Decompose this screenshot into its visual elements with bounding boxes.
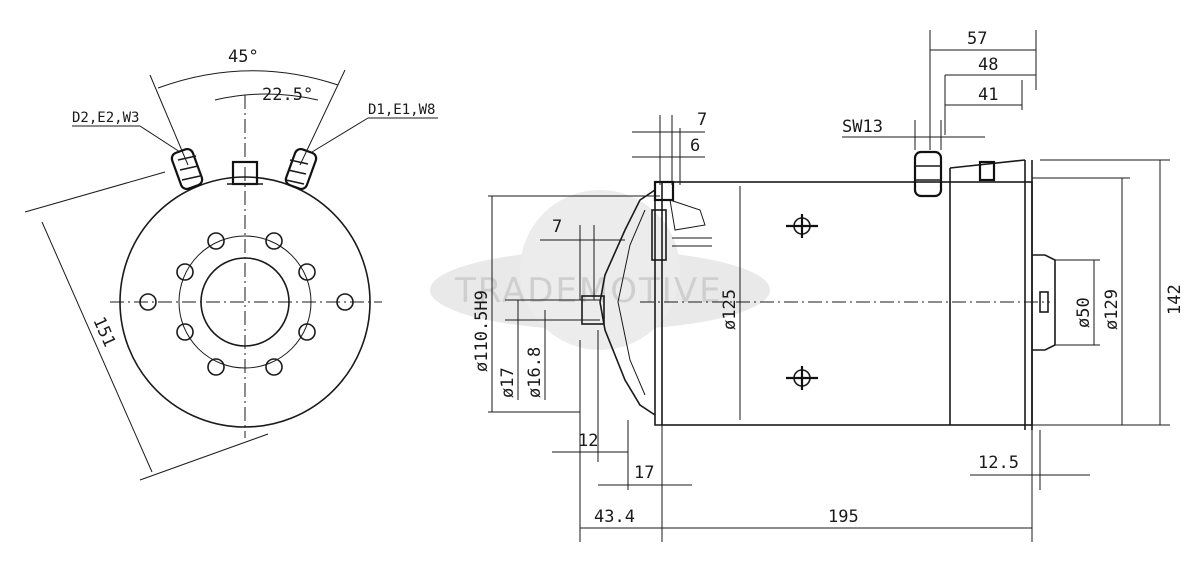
dia-125-label: ø125 <box>720 289 740 330</box>
shaft <box>581 295 605 325</box>
terminal-left-label: D2,E2,W3 <box>72 110 139 126</box>
front-view: 45° 22.5° D2,E2,W3 D1,E1,W8 151 <box>24 47 438 481</box>
angle-45-label: 45° <box>228 47 259 67</box>
terminal-right <box>284 147 318 191</box>
terminal-sw13 <box>913 150 996 198</box>
dia-16-8-label: ø16.8 <box>525 347 545 398</box>
sw13-label: SW13 <box>842 117 883 137</box>
dim-12-5-label: 12.5 <box>978 453 1019 473</box>
stud-bottom <box>786 366 818 390</box>
dim-142-label: 142 <box>1165 284 1185 315</box>
watermark: TRADEMOTIVE <box>430 190 770 350</box>
dim-6-label: 6 <box>690 136 700 156</box>
dia-50-label: ø50 <box>1074 297 1094 328</box>
dim-57-label: 57 <box>967 29 987 49</box>
watermark-text: TRADEMOTIVE <box>454 271 723 311</box>
bolt-holes <box>139 232 354 376</box>
dia-129-label: ø129 <box>1102 289 1122 330</box>
dim-195-label: 195 <box>828 507 859 527</box>
terminal-center <box>227 160 263 186</box>
side-view: ø125 57 48 41 SW13 7 6 7 ø110.5H9 <box>472 29 1185 542</box>
dia-17-label: ø17 <box>498 367 518 398</box>
stud-top <box>786 214 818 238</box>
angle-22-5-label: 22.5° <box>262 85 313 105</box>
flange-top-block <box>653 180 675 202</box>
dim-17-label: 17 <box>634 463 654 483</box>
dim-151-label: 151 <box>88 314 119 350</box>
dim-7-mid-label: 7 <box>552 217 562 237</box>
dim-48-label: 48 <box>978 55 998 75</box>
terminal-right-label: D1,E1,W8 <box>368 102 435 118</box>
dim-43-4-label: 43.4 <box>594 507 635 527</box>
dim-7-top-label: 7 <box>697 110 707 130</box>
dim-12-label: 12 <box>578 431 598 451</box>
dim-41-label: 41 <box>978 85 998 105</box>
terminal-left <box>170 147 204 191</box>
dia-110-label: ø110.5H9 <box>472 290 492 372</box>
